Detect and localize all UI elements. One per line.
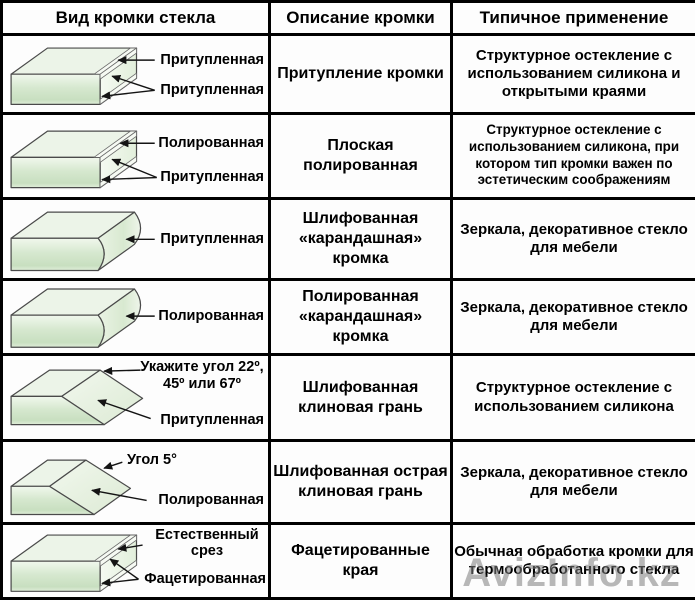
diagram-cell: Полированная bbox=[0, 278, 271, 357]
description-cell: Притупление кромки bbox=[268, 33, 453, 115]
diagram-cell: Укажите угол 22º, 45º или 67º Притупленн… bbox=[0, 353, 271, 443]
diagram-cell: Притупленная bbox=[0, 196, 271, 282]
arrow-icon bbox=[101, 56, 155, 100]
pencil-edge-diagram bbox=[10, 288, 155, 348]
table-row: Притупленная Шлифованная «карандашная» к… bbox=[0, 196, 695, 282]
arrow-icon bbox=[97, 367, 151, 420]
header-edge-type: Вид кромки стекла bbox=[0, 0, 271, 37]
application-cell: Структурное остекление с использованием … bbox=[450, 111, 695, 200]
edge-label: Притупленная bbox=[160, 230, 264, 247]
glass-block bbox=[10, 369, 144, 426]
edge-label: Укажите угол 22º, 45º или 67º bbox=[140, 359, 264, 392]
edge-label: Притупленная bbox=[160, 52, 264, 69]
application-cell: Обычная обработка кромки для термообрабо… bbox=[450, 521, 695, 600]
glass-block bbox=[10, 288, 142, 348]
edge-label: Притупленная bbox=[160, 168, 264, 185]
table-row: Полированная Полированная «карандашная» … bbox=[0, 278, 695, 357]
diagram-cell: Естественный срез Фацетированная bbox=[0, 521, 271, 600]
glass-block bbox=[10, 534, 138, 592]
table-row: Угол 5° Полированная Шлифованная острая … bbox=[0, 439, 695, 525]
edge-label: Притупленная bbox=[160, 82, 264, 99]
edge-label: Полированная bbox=[158, 308, 264, 325]
edge-label: Притупленная bbox=[160, 412, 264, 429]
application-cell: Зеркала, декоративное стекло для мебели bbox=[450, 439, 695, 525]
table-row: Укажите угол 22º, 45º или 67º Притупленн… bbox=[0, 353, 695, 443]
header-description: Описание кромки bbox=[268, 0, 453, 37]
table-row: Естественный срез Фацетированная Фацетир… bbox=[0, 521, 695, 600]
arrow-icon bbox=[101, 543, 143, 587]
application-cell: Зеркала, декоративное стекло для мебели bbox=[450, 196, 695, 282]
edge-label: Естественный срез bbox=[155, 526, 259, 559]
glass-block bbox=[10, 211, 142, 271]
table-row: Полированная Притупленная Плоская полиро… bbox=[0, 111, 695, 200]
arrow-icon bbox=[101, 139, 158, 184]
flat-polished-edge-diagram bbox=[10, 130, 158, 189]
description-cell: Шлифованная клиновая грань bbox=[268, 353, 453, 443]
table-row: Притупленная Притупленная Притупление кр… bbox=[0, 33, 695, 115]
edge-label: Полированная bbox=[158, 134, 264, 151]
pencil-edge-diagram bbox=[10, 211, 155, 271]
arrow-icon bbox=[91, 461, 147, 502]
seamed-edge-diagram bbox=[10, 47, 155, 106]
glass-block bbox=[10, 459, 132, 516]
description-cell: Полированная «карандашная» кромка bbox=[268, 278, 453, 357]
edge-label: Фацетированная bbox=[144, 570, 266, 587]
header-row: Вид кромки стекла Описание кромки Типичн… bbox=[0, 0, 695, 37]
description-cell: Шлифованная «карандашная» кромка bbox=[268, 196, 453, 282]
faceted-edge-diagram bbox=[10, 534, 143, 592]
diagram-cell: Угол 5° Полированная bbox=[0, 439, 271, 525]
description-cell: Шлифованная острая клиновая грань bbox=[268, 439, 453, 525]
header-application: Типичное применение bbox=[450, 0, 695, 37]
application-cell: Структурное остекление с использованием … bbox=[450, 33, 695, 115]
glass-block bbox=[10, 47, 138, 106]
application-cell: Структурное остекление с использованием … bbox=[450, 353, 695, 443]
diagram-cell: Притупленная Притупленная bbox=[0, 33, 271, 115]
description-cell: Фацетированные края bbox=[268, 521, 453, 600]
application-cell: Зеркала, декоративное стекло для мебели bbox=[450, 278, 695, 357]
edge-label: Полированная bbox=[158, 492, 264, 509]
diagram-cell: Полированная Притупленная bbox=[0, 111, 271, 200]
sharp-bevel-edge-diagram bbox=[10, 459, 147, 516]
description-cell: Плоская полированная bbox=[268, 111, 453, 200]
edge-label: Угол 5° bbox=[127, 452, 177, 469]
bevel-edge-diagram bbox=[10, 367, 151, 426]
